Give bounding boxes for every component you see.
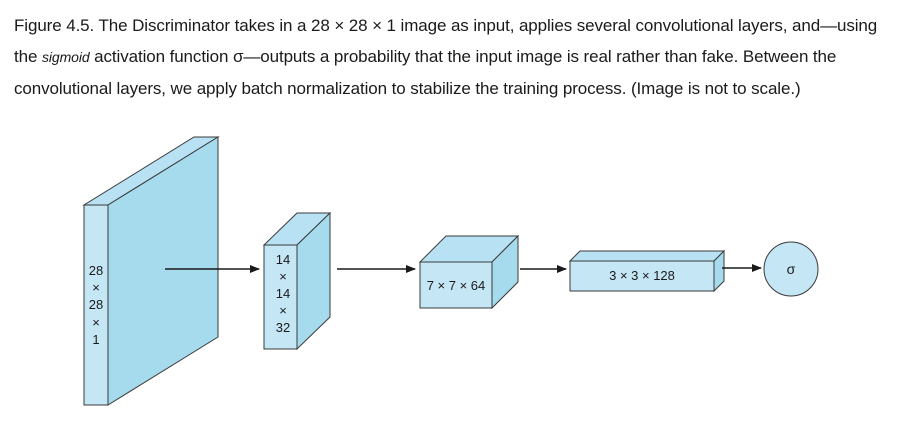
conv1-block: 14 × 14 × 32 — [262, 211, 332, 351]
sigmoid-output-node: σ — [763, 241, 819, 297]
conv3-label: 3 × 3 × 128 — [609, 268, 675, 283]
conv1-label-2: × — [279, 269, 287, 284]
conv2-label: 7 × 7 × 64 — [427, 278, 486, 293]
conv1-label-5: 32 — [276, 320, 290, 335]
caption-text-1: Figure 4.5. The Discriminator takes in a… — [14, 16, 878, 66]
input-layer-label-3: 28 — [89, 297, 103, 312]
conv1-label-4: × — [279, 303, 287, 318]
input-layer-label-2: × — [92, 280, 100, 295]
conv3-top — [568, 250, 726, 262]
sigmoid-label: σ — [787, 261, 796, 277]
input-layer-side — [107, 136, 219, 406]
input-layer-label-4: × — [92, 315, 100, 330]
caption-text-2: activation function σ—outputs a probabil… — [14, 47, 837, 98]
conv1-front — [263, 244, 298, 350]
caption-emphasis: sigmoid — [41, 49, 90, 65]
conv2-front — [419, 261, 493, 309]
conv2-block: 7 × 7 × 64 — [418, 234, 520, 310]
conv3-front — [569, 260, 715, 292]
conv1-label-1: 14 — [276, 252, 290, 267]
figure-caption: Figure 4.5. The Discriminator takes in a… — [14, 10, 894, 104]
input-layer-front — [83, 204, 109, 406]
input-layer-label-5: 1 — [92, 332, 99, 347]
conv1-label-3: 14 — [276, 286, 290, 301]
input-layer-label-1: 28 — [89, 263, 103, 278]
input-layer-block: 28 × 28 × 1 — [82, 136, 220, 406]
sigmoid-circle — [763, 241, 819, 297]
conv3-block: 3 × 3 × 128 — [568, 249, 726, 293]
